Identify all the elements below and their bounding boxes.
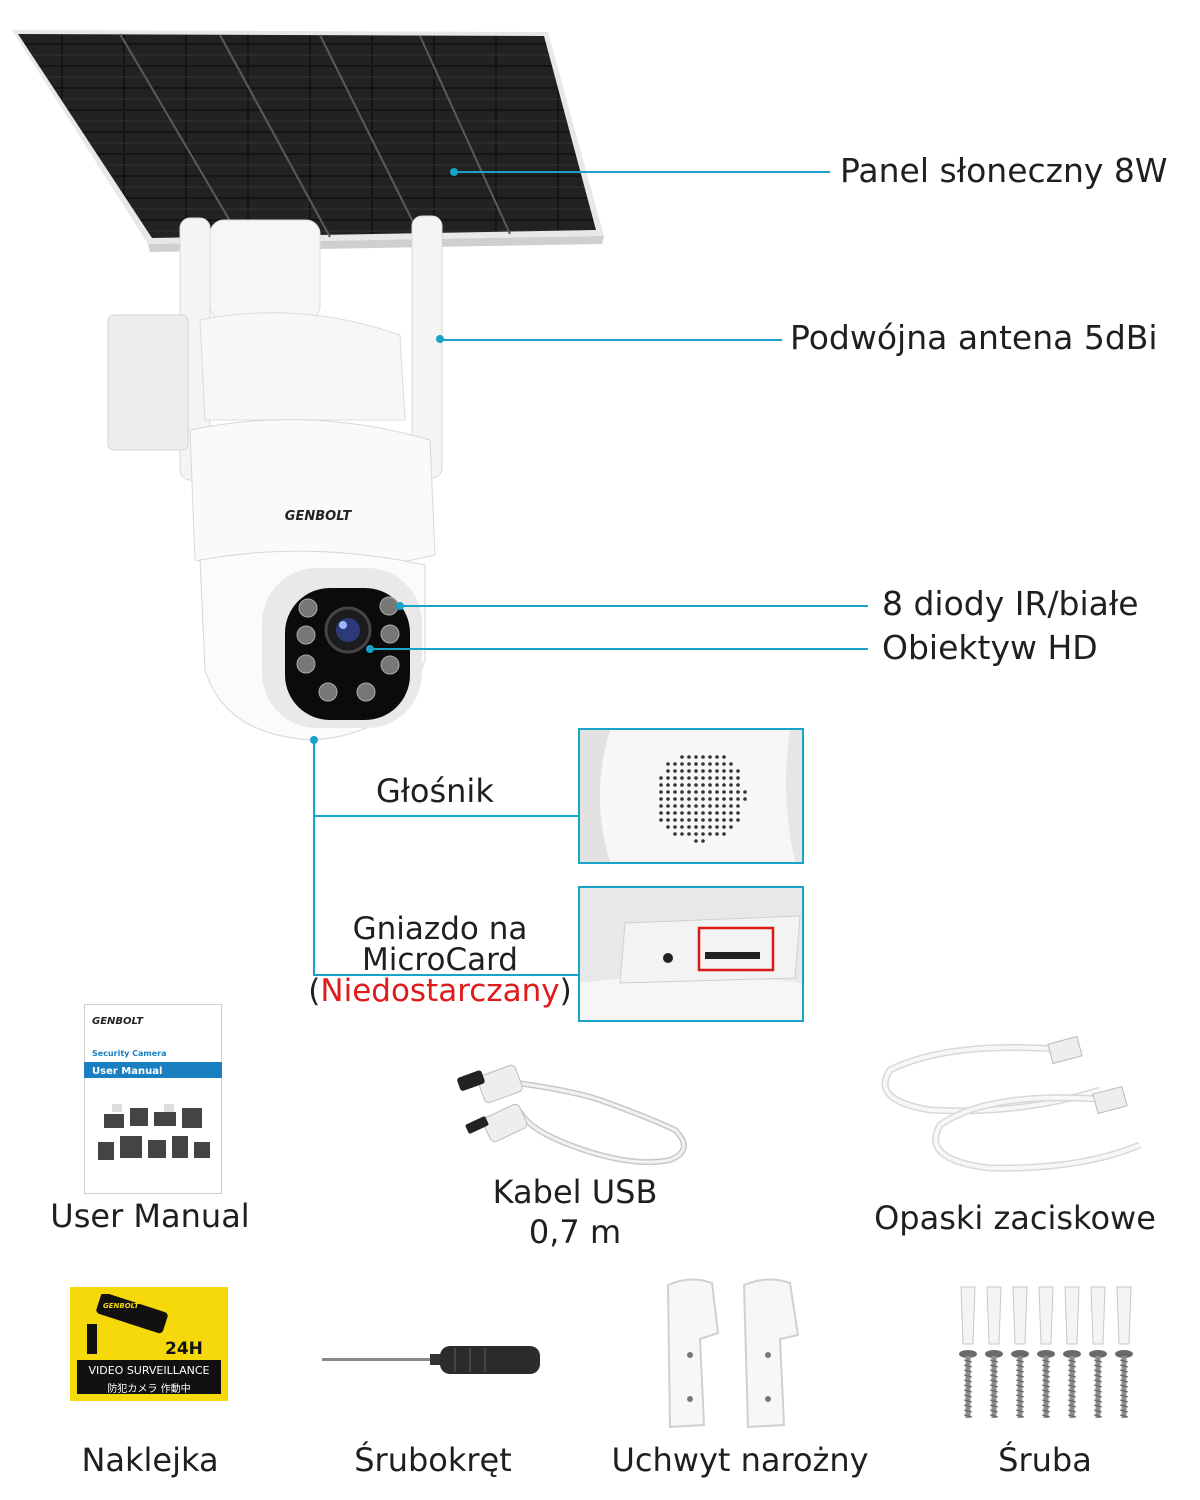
solar-panel-line [454, 171, 830, 173]
antenna-line [440, 339, 782, 341]
camera-brand-logo: GENBOLT [285, 509, 353, 524]
microcard-slot-photo [580, 888, 802, 1020]
bottom-vertical-line [313, 740, 315, 976]
user-manual-image: GENBOLT Security Camera User Manual [84, 1004, 222, 1194]
sticker-line-1: VIDEO SURVEILLANCE [88, 1364, 210, 1377]
svg-text:GENBOLT: GENBOLT [103, 1302, 140, 1310]
screwdriver-caption: Śrubokręt [354, 1441, 512, 1479]
microcard-inset [578, 886, 804, 1022]
cable-ties-image [881, 1035, 1142, 1172]
microcard-line-2: MicroCard [362, 942, 518, 978]
user-manual-caption: User Manual [50, 1197, 250, 1235]
cable-ties-caption: Opaski zaciskowe [874, 1199, 1156, 1237]
speaker-label: Głośnik [376, 772, 494, 810]
speaker-inset [578, 728, 804, 864]
speaker-grille [580, 730, 802, 862]
screws-image [959, 1286, 1133, 1418]
microcard-line [313, 974, 579, 976]
svg-text:GENBOLT: GENBOLT [92, 1016, 144, 1027]
microcard-slot-highlight [697, 926, 775, 972]
sticker-image: GENBOLT 24H VIDEO SURVEILLANCE 防犯カメラ 作動中 [70, 1287, 228, 1401]
svg-text:Security Camera: Security Camera [92, 1049, 167, 1058]
solar-panel-label: Panel słoneczny 8W [840, 151, 1168, 190]
usb-cable-caption-line-2: 0,7 m [528, 1213, 622, 1251]
svg-text:User Manual: User Manual [92, 1066, 162, 1077]
usb-cable-image [457, 1064, 687, 1166]
camera-silhouette-icon: GENBOLT 24H [77, 1294, 221, 1360]
leds-line [400, 605, 868, 607]
microcard-line-1: Gniazdo na [352, 911, 528, 947]
usb-cable-caption: Kabel USB 0,7 m [455, 1172, 695, 1252]
screw-caption: Śruba [998, 1441, 1092, 1479]
microcard-note: (Niedostarczany) [308, 973, 572, 1009]
hd-lens [324, 606, 372, 654]
microcard-label: Gniazdo na MicroCard (Niedostarczany) [300, 914, 580, 1007]
corner-bracket-caption: Uchwyt narożny [611, 1441, 869, 1479]
antenna-label: Podwójna antena 5dBi [790, 318, 1158, 357]
speaker-line [313, 815, 579, 817]
camera-dome [199, 550, 426, 741]
leds-label: 8 diody IR/białe [882, 584, 1139, 623]
lens-label: Obiektyw HD [882, 628, 1098, 667]
solar-camera-illustration: GENBOLT [12, 30, 604, 741]
sticker-line-2: 防犯カメラ 作動中 [107, 1384, 191, 1395]
svg-text:24H: 24H [165, 1339, 203, 1359]
ir-led-array [296, 596, 400, 702]
screwdriver-image [322, 1346, 540, 1374]
usb-cable-caption-line-1: Kabel USB [492, 1173, 658, 1211]
camera-housing: GENBOLT [189, 219, 436, 572]
solar-panel [12, 30, 604, 252]
lens-line [370, 648, 868, 650]
sticker-caption: Naklejka [81, 1441, 219, 1479]
corner-bracket-image [666, 1278, 800, 1429]
